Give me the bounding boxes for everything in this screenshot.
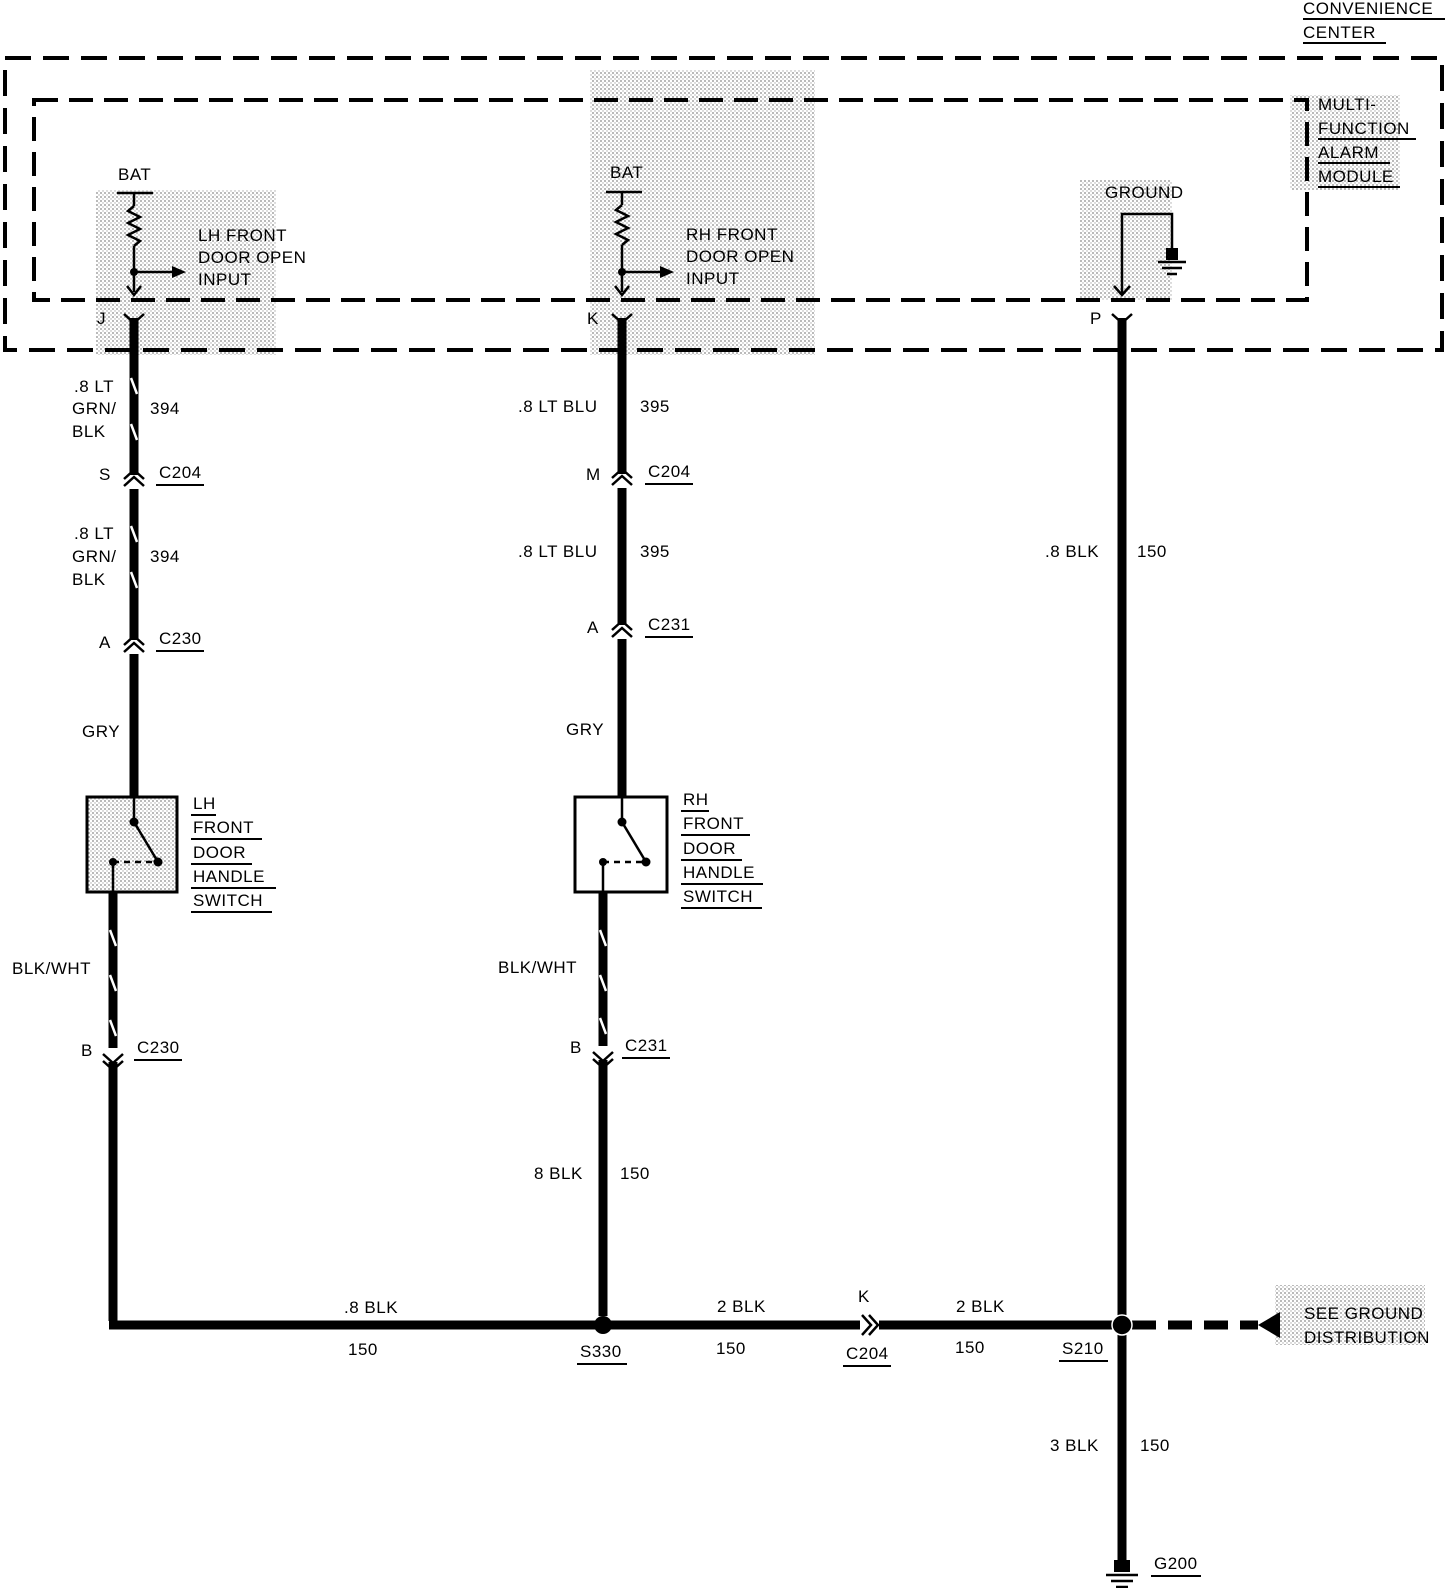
convenience-center-label-1: CONVENIENCE [1303,0,1433,18]
rh-input-circuit: BAT RH FRONT DOOR OPEN INPUT [606,163,794,298]
see-ground-label-2: DISTRIBUTION [1304,1328,1430,1347]
ground-seg1-label: .8 BLK [1045,542,1099,561]
rh-switch-label-2: FRONT [683,814,744,833]
bus-w2-number: 150 [716,1339,746,1358]
ground-circuit: .8 BLK 150 [1045,313,1167,1321]
module-ground-label: GROUND [1105,183,1184,202]
rh-switch-label-4: HANDLE [683,863,755,882]
lh-seg4-label: BLK/WHT [12,959,91,978]
lh-bat-label: BAT [118,165,151,184]
lh-seg1-label-3: BLK [72,422,106,441]
bus-w3-label: 2 BLK [956,1297,1005,1316]
bus-w4-number: 150 [1140,1436,1170,1455]
rh-seg5-label: 8 BLK [534,1164,583,1183]
lh-seg3-label: GRY [82,722,120,741]
convenience-center-label-2: CENTER [1303,23,1376,42]
lh-seg2-label-3: BLK [72,570,106,589]
pin-j: J [97,309,106,328]
rh-switch-label-3: DOOR [683,839,736,858]
rh-c2-pin: A [587,618,599,637]
bus-w1-label: .8 BLK [344,1298,398,1317]
rh-c2-name: C231 [648,615,691,634]
rh-seg5-number: 150 [620,1164,650,1183]
lh-c2-name: C230 [159,629,202,648]
rh-seg3-label: GRY [566,720,604,739]
lh-seg1-label-1: .8 LT [74,377,114,396]
rh-c1-pin: M [586,465,601,484]
lh-c3-name: C230 [137,1038,180,1057]
lh-switch-label-2: FRONT [193,818,254,837]
lh-seg1-label-2: GRN/ [72,399,117,418]
lh-seg2-label-2: GRN/ [72,547,117,566]
lh-switch-label-3: DOOR [193,843,246,862]
rh-circuit: .8 LT BLU 395 M C204 .8 LT BLU 395 A C23… [498,313,763,1316]
conn-k-pin: K [858,1287,870,1306]
splice2-label: S210 [1062,1339,1104,1358]
lh-input-circuit: BAT LH FRONT DOOR OPEN INPUT [117,165,306,298]
bus-w3-number: 150 [955,1338,985,1357]
lh-c3-pin: B [81,1041,93,1060]
lh-c1-name: C204 [159,463,202,482]
lh-input-label-3: INPUT [198,270,252,289]
module-ground: GROUND [1105,183,1186,297]
rh-input-label-2: DOOR OPEN [686,247,794,266]
shading [87,70,1425,1345]
pin-p: P [1090,309,1102,328]
splice1-label: S330 [580,1342,622,1361]
bus-w1-number: 150 [348,1340,378,1359]
ground-g200-label: G200 [1154,1554,1198,1573]
rh-c3-name: C231 [625,1036,668,1055]
see-ground-label-1: SEE GROUND [1304,1304,1423,1323]
lh-switch-label-4: HANDLE [193,867,265,886]
module-label-2: FUNCTION [1318,119,1410,138]
rh-input-label-3: INPUT [686,269,740,288]
rh-seg1-number: 395 [640,397,670,416]
splice-s330 [594,1316,612,1334]
rh-seg4-label: BLK/WHT [498,958,577,977]
conn-c204-label: C204 [846,1344,889,1363]
rh-seg2-number: 395 [640,542,670,561]
lh-seg1-number: 394 [150,399,180,418]
lh-circuit: .8 LT GRN/ BLK 394 S C204 .8 LT GRN/ BLK… [12,313,276,1321]
module-label-4: MODULE [1318,167,1394,186]
rh-seg1-label: .8 LT BLU [518,397,597,416]
lh-seg2-label-1: .8 LT [74,524,114,543]
module-label-1: MULTI- [1318,95,1376,114]
module-boundary [32,98,1309,302]
rh-switch-label-5: SWITCH [683,887,753,906]
lh-input-label-1: LH FRONT [198,226,287,245]
lh-c1-pin: S [99,465,111,484]
ground-g200-icon [1106,1560,1138,1588]
rh-bat-label: BAT [610,163,643,182]
lh-switch-box [85,795,179,894]
module-label-3: ALARM [1318,143,1379,162]
bus-w4-label: 3 BLK [1050,1436,1099,1455]
lh-seg2-number: 394 [150,547,180,566]
rh-switch-label-1: RH [683,790,709,809]
bottom-bus: .8 BLK 150 S330 2 BLK 150 K C204 2 BLK 1… [109,1287,1430,1588]
rh-seg2-label: .8 LT BLU [518,542,597,561]
lh-c2-pin: A [99,633,111,652]
lh-switch-label-5: SWITCH [193,891,263,910]
rh-c1-name: C204 [648,462,691,481]
ground-seg1-number: 150 [1137,542,1167,561]
rh-c3-pin: B [570,1038,582,1057]
rh-input-label-1: RH FRONT [686,225,778,244]
splice-s210 [1111,1314,1133,1336]
lh-input-label-2: DOOR OPEN [198,248,306,267]
lh-switch-label-1: LH [193,794,216,813]
pin-k: K [587,309,599,328]
bus-w2-label: 2 BLK [717,1297,766,1316]
convenience-center-boundary [3,56,1444,352]
